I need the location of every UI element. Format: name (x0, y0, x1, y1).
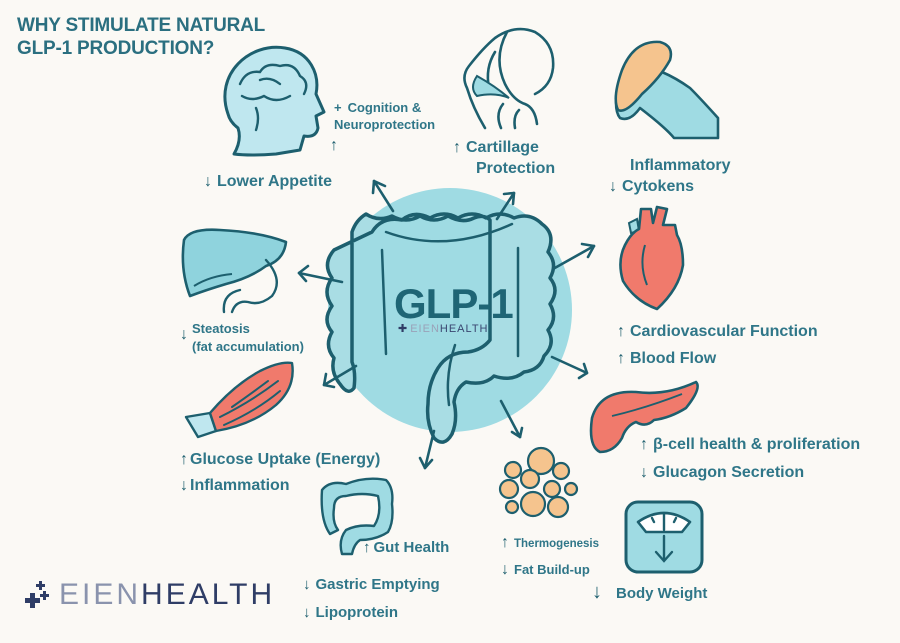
arrow-up-icon: ↑ (640, 436, 648, 453)
femur-joint-icon (614, 40, 720, 140)
arrow-down-icon: ↓ (609, 178, 617, 195)
arrow-up-icon: ↑ (617, 350, 625, 367)
weight-scale-icon (624, 500, 704, 574)
heart-benefits: ↑Cardiovascular Function ↑Blood Flow (617, 318, 818, 372)
arrow-up-icon: ↑ (453, 139, 461, 156)
page-title: WHY STIMULATE NATURAL GLP-1 PRODUCTION? (17, 14, 265, 60)
arrow-up-icon: ↑ (180, 451, 188, 468)
plus-icon: + (334, 100, 342, 115)
footer-brand-health: HEALTH (141, 578, 276, 611)
arrow-down-icon: ↓ (180, 326, 188, 343)
blood-flow-item: ↑Blood Flow (617, 350, 717, 367)
pancreas-icon (589, 380, 699, 454)
center-brand-eien: EIEN (410, 322, 440, 335)
brain-head-icon (223, 45, 326, 157)
fat-benefits: ↑Thermogenesis ↓Fat Build-up (501, 530, 599, 583)
arrow-up-icon: ↑ (363, 539, 371, 556)
gut-benefits: ↓Gastric Emptying ↓Lipoprotein (303, 571, 440, 627)
glucagon-item: ↓Glucagon Secretion (640, 464, 805, 481)
title-line-2: GLP-1 PRODUCTION? (17, 38, 215, 59)
center-brand-health: HEALTH (439, 322, 489, 335)
arrow-down-icon: ↓ (501, 561, 509, 578)
liver-icon (181, 228, 288, 314)
arrow-up-icon: ↑ (617, 323, 625, 340)
cartilage-protection-label: ↑Cartillage Protection (453, 139, 556, 177)
thermogenesis-item: ↑Thermogenesis (501, 534, 599, 551)
lower-appetite-label: ↓Lower Appetite (204, 173, 332, 190)
body-weight-label: ↓Body Weight (592, 581, 708, 603)
arrow-down-icon: ↓ (303, 604, 311, 621)
arrow-down-icon: ↓ (180, 477, 188, 494)
title-line-1: WHY STIMULATE NATURAL (17, 15, 266, 36)
pancreas-benefits: ↑β-cell health & proliferation ↓Glucagon… (640, 431, 860, 487)
muscle-benefits: ↑Glucose Uptake (Energy) ↓Inflammation (180, 447, 380, 499)
arrow-up-icon: ↑ (330, 137, 338, 154)
beta-cell-item: ↑β-cell health & proliferation (640, 436, 861, 453)
muscle-icon (184, 361, 294, 439)
fat-buildup-item: ↓Fat Build-up (501, 561, 590, 578)
heart-icon (619, 205, 685, 311)
sparkle-plus-icon (25, 581, 49, 608)
gut-health-label: ↑Gut Health (363, 539, 450, 556)
cognition-up-arrow: ↑ (330, 136, 343, 155)
knee-joint-icon (463, 27, 555, 130)
sparkle-plus-icon: ✚ (398, 323, 409, 335)
arrow-down-icon: ↓ (592, 581, 602, 603)
fat-cells-icon (498, 446, 579, 519)
arrow-down-icon: ↓ (204, 173, 212, 190)
glp1-label: GLP-1 (394, 280, 514, 327)
arrow-down-icon: ↓ (303, 576, 311, 593)
lipoprotein-item: ↓Lipoprotein (303, 604, 398, 621)
intestine-icon (320, 477, 394, 556)
steatosis-label: ↓ Steatosis (fat accumulation) (180, 321, 304, 354)
cardio-function-item: ↑Cardiovascular Function (617, 323, 818, 340)
gastric-emptying-item: ↓Gastric Emptying (303, 576, 440, 593)
glucose-uptake-item: ↑Glucose Uptake (Energy) (180, 451, 381, 468)
inflammation-item: ↓Inflammation (180, 477, 290, 494)
footer-brand-eien: EIEN (59, 578, 142, 611)
arrow-down-icon: ↓ (640, 464, 648, 481)
arrow-up-icon: ↑ (501, 534, 509, 551)
cognition-label: +Cognition & Neuroprotection (334, 100, 436, 132)
inflammatory-cytokines-label: Inflammatory ↓Cytokens (609, 157, 731, 195)
